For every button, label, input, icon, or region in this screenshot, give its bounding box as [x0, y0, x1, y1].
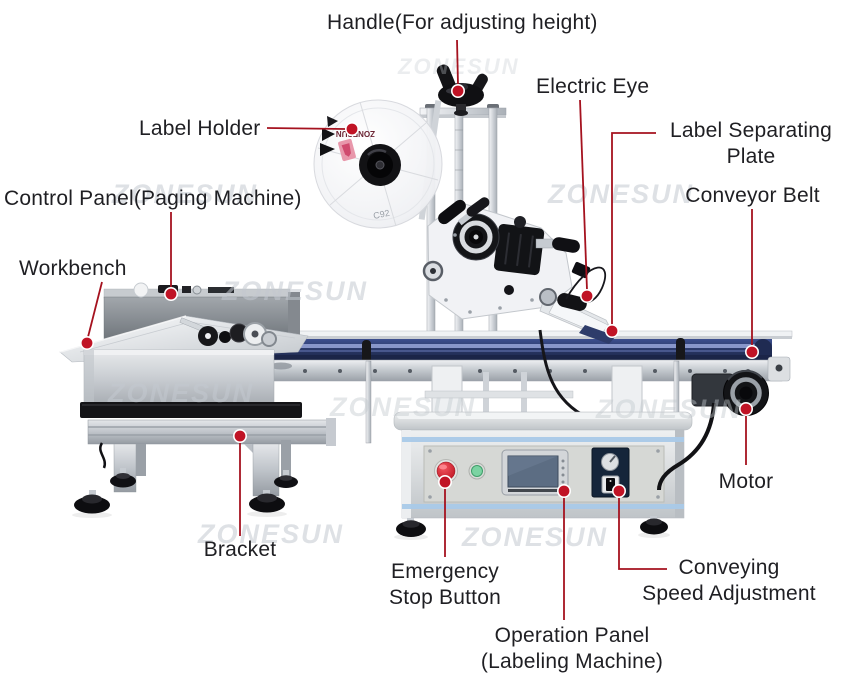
conveyor-belt-dot [744, 344, 759, 359]
label-label-holder: Label Holder [139, 117, 261, 140]
bracket-dot [233, 428, 248, 443]
label-holder-dot [344, 122, 359, 137]
handle-line [456, 39, 459, 86]
svg-text:ZONESUN: ZONESUN [595, 394, 742, 424]
label-label-separating-plate: Label Separating Plate [670, 119, 832, 168]
annotation-lines [87, 39, 753, 620]
emergency-stop-button-part [434, 459, 458, 483]
label-bracket: Bracket [203, 538, 277, 561]
label-conveyor-belt: Conveyor Belt [685, 184, 820, 207]
workbench-line [87, 281, 103, 338]
bracket-frame [72, 418, 336, 518]
label-operation-panel: Operation Panel (Labeling Machine) [480, 624, 664, 673]
conveying-dot [611, 483, 626, 498]
motor-part [657, 369, 769, 491]
svg-text:ZONESUN: ZONESUN [329, 392, 476, 422]
label-control-panel: Control Panel(Paging Machine) [4, 187, 302, 210]
workbench-body [80, 349, 302, 418]
annotation-dots [80, 84, 759, 498]
svg-text:ZONESUN: ZONESUN [107, 378, 254, 408]
brand-watermarks: ZONESUN ZONESUN ZONESUN ZONESUN ZONESUN … [107, 54, 742, 552]
label-motor: Motor [718, 470, 774, 493]
label-holder-line [266, 127, 346, 130]
roll-code-text: C92 [372, 208, 390, 221]
svg-text:ZONESUN: ZONESUN [547, 179, 694, 209]
conveying-line [618, 497, 667, 570]
motor-cable [657, 402, 716, 491]
electric-eye-dot [579, 288, 594, 303]
electric-eye-sensor [571, 261, 591, 279]
svg-text:ZONESUN: ZONESUN [111, 179, 258, 209]
conveyor [249, 329, 793, 448]
emergency-dot [437, 474, 452, 489]
label-emergency-stop: Emergency Stop Button [389, 560, 501, 609]
operation-panel-screen [501, 449, 569, 496]
label-handle: Handle(For adjusting height) [327, 11, 598, 34]
start-button-part [468, 462, 486, 480]
operation-dot [556, 483, 571, 498]
workbench-dot [80, 335, 95, 350]
label-conveying-speed: Conveying Speed Adjustment [642, 556, 816, 605]
label-separating-line [611, 132, 656, 325]
control-box [393, 411, 693, 540]
labeling-head [422, 197, 616, 344]
motor-dot [738, 401, 753, 416]
svg-text:ZONESUN: ZONESUN [461, 522, 608, 552]
label-workbench: Workbench [19, 257, 127, 280]
label-electric-eye: Electric Eye [536, 75, 650, 98]
svg-text:ZONESUN: ZONESUN [197, 519, 344, 549]
control-panel-dot [164, 286, 179, 301]
label-roll: ZONESUN C92 [313, 99, 443, 229]
svg-text:ZONESUN: ZONESUN [221, 276, 368, 306]
label-separating-dot [604, 323, 619, 338]
electric-eye-line [579, 99, 588, 291]
handle-dot [450, 84, 465, 99]
